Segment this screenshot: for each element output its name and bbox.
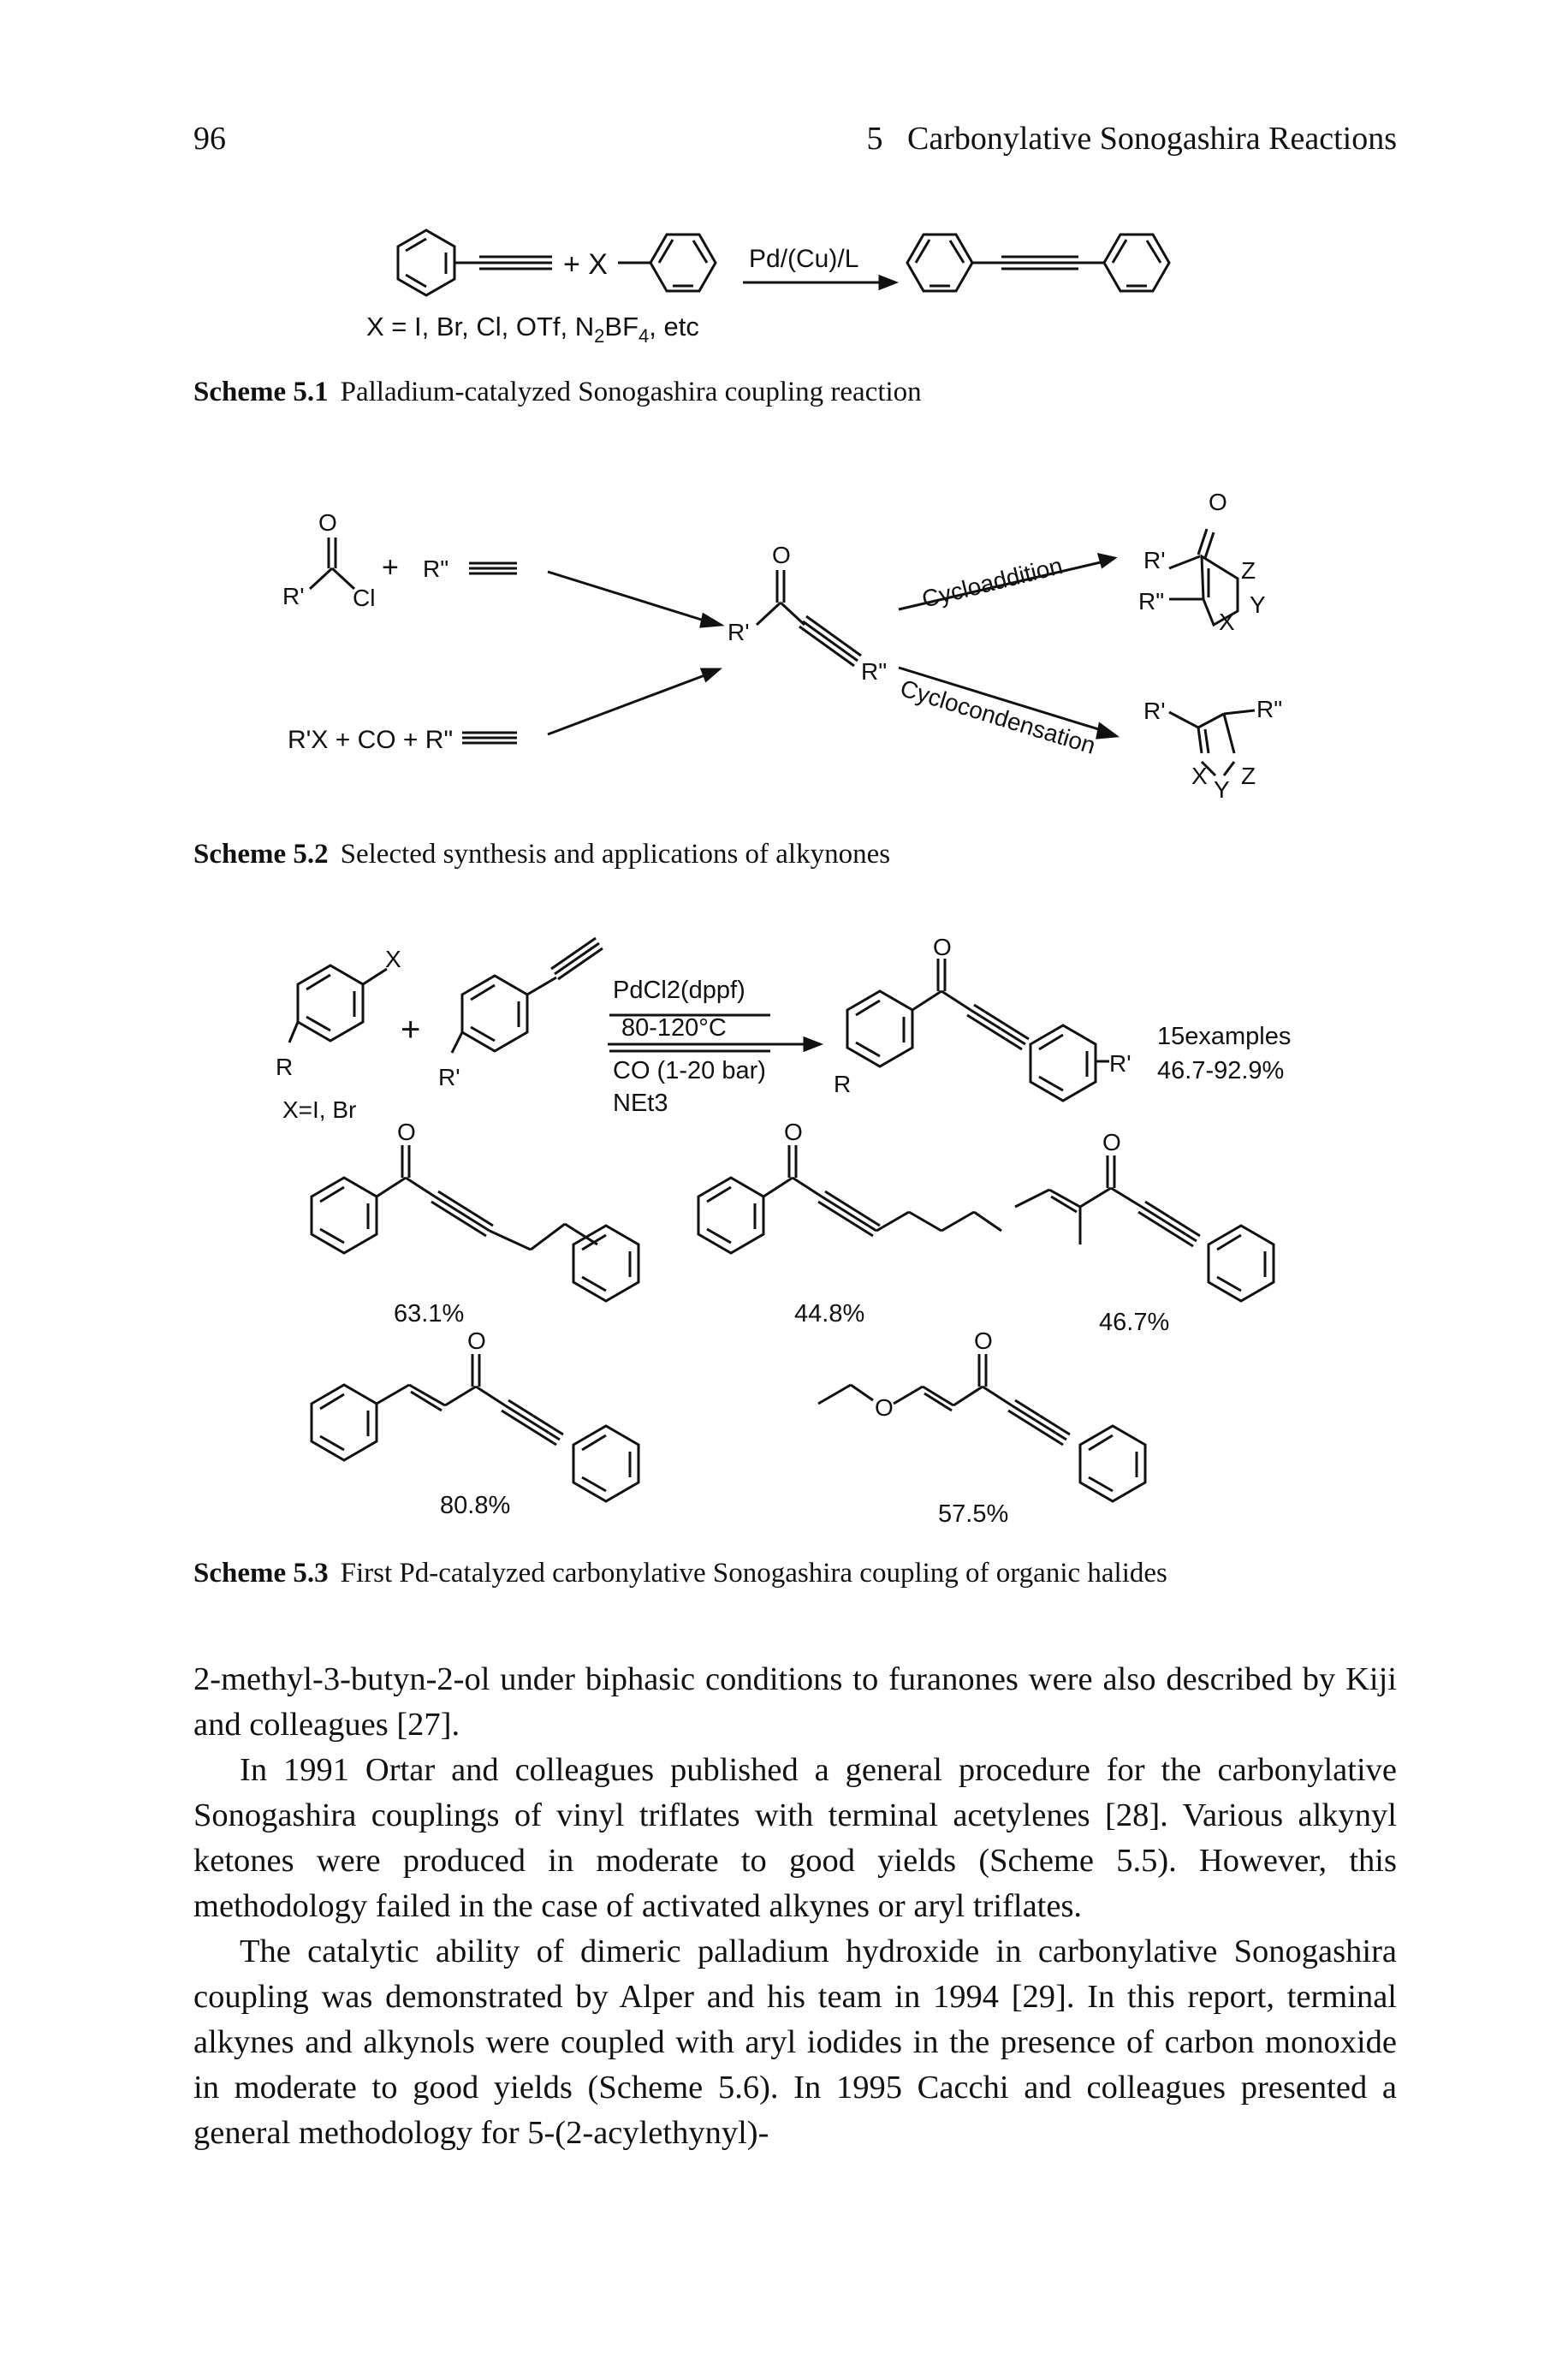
rx-co-line: R'X + CO + R": [288, 726, 453, 754]
benzene-ring: [846, 989, 914, 1068]
alkyne-triple-bond: [454, 255, 552, 270]
yield-label: 80.8%: [440, 1492, 510, 1519]
r-prime-label: R': [1143, 698, 1166, 724]
plus-x-label: + X: [563, 248, 608, 281]
benzene-ring: [1102, 233, 1171, 293]
carbonyl-o: O: [772, 542, 791, 568]
benzene-ring: [310, 1176, 378, 1255]
paragraph: 2-methyl-3-butyn-2-ol under biphasic con…: [193, 1661, 1397, 1743]
cycloaddition-label: Cycloaddition: [919, 552, 1066, 613]
carbonyl-o: O: [318, 509, 337, 536]
r-double-prime-label: R": [423, 555, 448, 582]
condition-temperature: 80-120°C: [621, 1014, 727, 1042]
condition-co-pressure: CO (1-20 bar): [613, 1057, 766, 1084]
carbonyl-o: O: [974, 1328, 993, 1354]
benzene-ring: [460, 974, 529, 1053]
r-label: R: [834, 1071, 851, 1097]
x-label: X: [1191, 763, 1208, 789]
plus-sign: +: [382, 551, 399, 584]
r-label: R: [276, 1054, 293, 1080]
r-prime-label: R': [1143, 547, 1166, 573]
carbonyl-o: O: [397, 1119, 416, 1145]
scheme-5-1-diagram: + X Pd/(Cu)/L X = I, Br, Cl, OTf, N2BF4,…: [366, 229, 1171, 347]
benzene-ring: [906, 233, 974, 293]
body-text: 2-methyl-3-butyn-2-ol under biphasic con…: [193, 1657, 1397, 2156]
benzene-ring: [1078, 1424, 1147, 1503]
condition-base: NEt3: [613, 1090, 668, 1117]
y-label: Y: [1250, 591, 1266, 618]
examples-count: 15examples: [1157, 1023, 1291, 1050]
z-label: Z: [1241, 763, 1256, 789]
r-prime-label: R': [282, 583, 305, 609]
benzene-ring: [1207, 1224, 1275, 1303]
benzene-ring: [649, 233, 717, 293]
cyclocondensation-label: Cyclocondensation: [897, 674, 1098, 759]
carbonyl-o: O: [1102, 1129, 1121, 1155]
carbonyl-o: O: [1209, 489, 1227, 515]
yield-range: 46.7-92.9%: [1157, 1057, 1284, 1084]
chloride-label: Cl: [353, 585, 375, 611]
r-double-prime-label: R": [1256, 696, 1282, 722]
reaction-conditions: Pd/(Cu)/L: [749, 245, 858, 273]
plus-sign: +: [401, 1011, 420, 1048]
r-double-prime-label: R": [861, 658, 887, 685]
yield-label: 44.8%: [794, 1300, 864, 1328]
benzene-ring: [1029, 1024, 1097, 1102]
x-definition: X = I, Br, Cl, OTf, N2BF4, etc: [366, 312, 699, 347]
x-label: X: [1219, 609, 1235, 635]
running-title: 5 Carbonylative Sonogashira Reactions: [866, 121, 1398, 157]
paragraph: The catalytic ability of dimeric palladi…: [193, 1933, 1397, 2151]
carbonyl-o: O: [933, 934, 952, 960]
yield-label: 57.5%: [938, 1500, 1008, 1528]
benzene-ring: [310, 1383, 378, 1462]
benzene-ring: [572, 1224, 640, 1303]
ether-o: O: [875, 1394, 894, 1421]
scheme-5-3-diagram: X R + X=I, Br R' PdCl2(dppf) 80-120°C CO…: [276, 934, 1291, 1528]
x-definition: X=I, Br: [282, 1096, 356, 1123]
carbonyl-o: O: [784, 1119, 803, 1145]
condition-catalyst: PdCl2(dppf): [613, 977, 745, 1004]
halide-x: X: [385, 946, 401, 972]
benzene-ring: [296, 964, 365, 1042]
benzene-ring: [572, 1424, 640, 1503]
yield-label: 63.1%: [394, 1300, 464, 1328]
page-number: 96: [193, 121, 226, 157]
r-double-prime-label: R": [1138, 588, 1164, 615]
scheme-5-2-diagram: O R' Cl + R" R'X + CO + R" O R' R" Cyclo…: [282, 489, 1282, 803]
benzene-ring: [697, 1176, 765, 1255]
r-prime-label: R': [728, 619, 750, 645]
y-label: Y: [1214, 776, 1230, 803]
r-prime-label: R': [438, 1064, 460, 1090]
carbonyl-o: O: [467, 1328, 486, 1354]
r-prime-label: R': [1109, 1050, 1131, 1077]
z-label: Z: [1241, 557, 1256, 584]
yield-label: 46.7%: [1099, 1309, 1169, 1336]
paragraph: In 1991 Ortar and colleagues published a…: [193, 1752, 1397, 1924]
benzene-ring: [396, 229, 456, 297]
